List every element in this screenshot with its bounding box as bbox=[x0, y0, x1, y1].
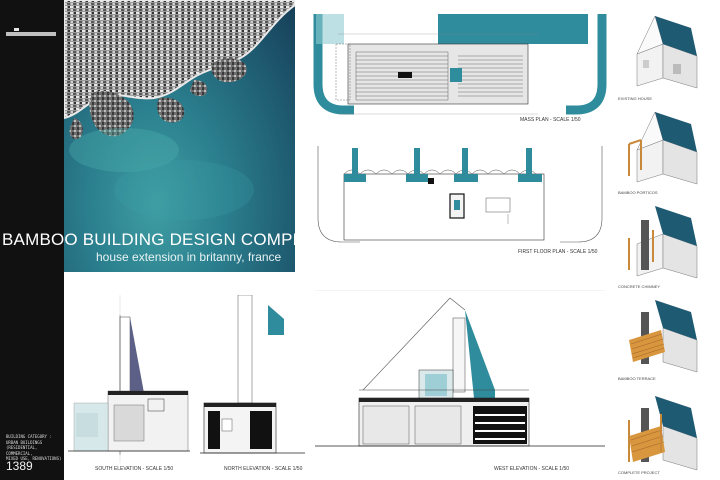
left-sidebar: BUILDING CATEGORY : URBAN BUILDINGS (RES… bbox=[0, 0, 64, 480]
project-title: BAMBOO BUILDING DESIGN COMPETITION bbox=[2, 230, 362, 249]
perspective-bamboo-porticos bbox=[628, 111, 698, 185]
perspective-concrete-chimney bbox=[628, 206, 698, 279]
perspective-label-1: EXISTING HOUSE bbox=[618, 96, 653, 101]
project-subtitle: house extension in britanny, france bbox=[96, 250, 282, 264]
perspective-existing-house bbox=[636, 15, 698, 89]
aerial-site-photo bbox=[64, 0, 295, 272]
project-description bbox=[189, 148, 289, 172]
building-category: BUILDING CATEGORY : URBAN BUILDINGS (RES… bbox=[6, 434, 62, 461]
perspective-label-5: COMPLETE PROJECT bbox=[618, 470, 660, 475]
north-elevation-drawing bbox=[200, 295, 305, 454]
perspective-label-3: CONCRETE CHIMNEY bbox=[618, 284, 661, 289]
mass-plan-label: MASS PLAN - SCALE 1/50 bbox=[520, 117, 581, 123]
perspective-bamboo-terrace bbox=[629, 300, 698, 373]
mass-plan-drawing bbox=[313, 14, 607, 115]
competition-logo bbox=[6, 28, 56, 38]
west-elevation-drawing bbox=[315, 290, 605, 447]
perspective-label-2: BAMBOO PORTICOS bbox=[618, 190, 658, 195]
south-elevation-drawing bbox=[68, 295, 190, 463]
perspective-label-4: BAMBOO TERRACE bbox=[618, 376, 656, 381]
north-elevation-label: NORTH ELEVATION - SCALE 1/50 bbox=[224, 466, 303, 472]
west-elevation-label: WEST ELEVATION - SCALE 1/50 bbox=[494, 466, 570, 472]
south-elevation-label: SOUTH ELEVATION - SCALE 1/50 bbox=[95, 466, 174, 472]
entry-number: 1389 bbox=[6, 459, 33, 473]
perspective-complete-project bbox=[628, 396, 698, 471]
coastline-image bbox=[64, 0, 295, 220]
first-floor-plan-drawing bbox=[317, 146, 603, 243]
first-floor-plan-label: FIRST FLOOR PLAN - SCALE 1/50 bbox=[518, 249, 598, 255]
